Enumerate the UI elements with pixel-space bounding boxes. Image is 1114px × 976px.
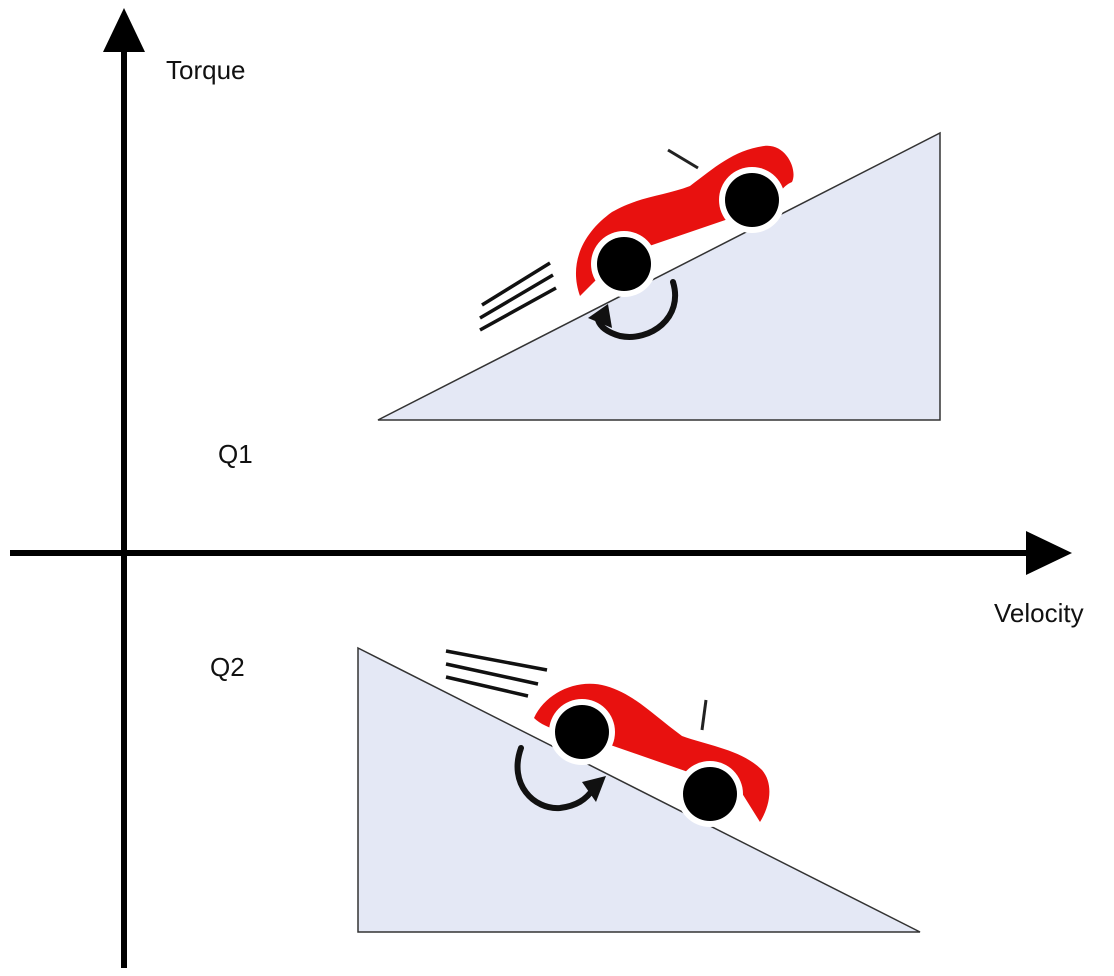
torque-axis-arrowhead <box>103 8 145 52</box>
torque-axis-label: Torque <box>166 55 246 85</box>
speed-lines-upper <box>480 263 556 330</box>
downhill-slope <box>358 648 920 932</box>
uphill-slope <box>378 133 940 420</box>
velocity-axis-arrowhead <box>1026 531 1072 575</box>
downhill-scene <box>358 648 920 932</box>
speed-lines-lower <box>446 651 547 696</box>
rear-wheel <box>683 767 737 821</box>
quadrant-label-q2: Q2 <box>210 652 245 682</box>
uphill-scene <box>378 133 940 420</box>
rear-wheel <box>597 237 651 291</box>
quadrant-label-q1: Q1 <box>218 439 253 469</box>
velocity-axis-label: Velocity <box>994 598 1084 628</box>
front-wheel <box>555 705 609 759</box>
front-wheel <box>725 173 779 227</box>
